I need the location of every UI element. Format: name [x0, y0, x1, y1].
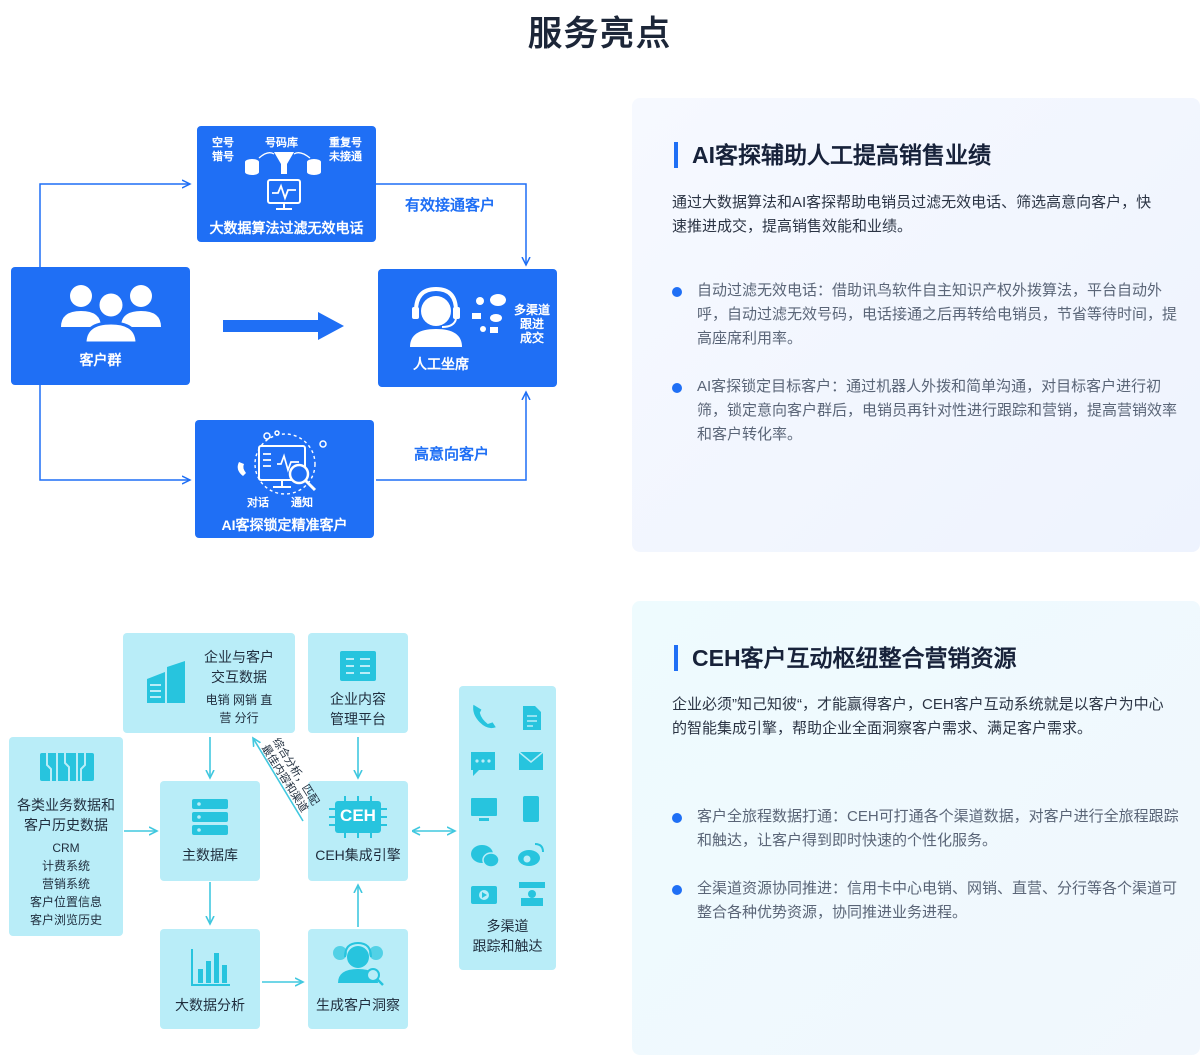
big-arrow	[223, 312, 344, 340]
enterprise-title-1: 企业与客户	[204, 649, 274, 665]
enterprise-title-2: 交互数据	[211, 669, 267, 685]
ceh-logo-text: CEH	[340, 806, 376, 825]
channels-label-2: 跟踪和触达	[472, 938, 543, 954]
people-group-icon	[61, 285, 161, 343]
monitor-analysis-icon	[237, 430, 327, 495]
card1-bullet-1: 自动过滤无效电话：借助讯鸟软件自主知识产权外拨算法，平台自动外呼，自动过滤无效号…	[672, 279, 1189, 351]
section2-connectors	[124, 600, 630, 1055]
business-item-location: 客户位置信息	[29, 895, 102, 909]
ai-tag-notify: 通知	[291, 497, 313, 509]
ai-tag-dialog: 对话	[247, 497, 269, 509]
card1-bullet-1-text: 自动过滤无效电话：借助讯鸟软件自主知识产权外拨算法，平台自动外呼，自动过滤无效号…	[697, 282, 1178, 347]
agent-tag-1: 多渠道	[514, 303, 551, 317]
insight-label: 生成客户洞察	[316, 997, 400, 1013]
card2-bullet-1: 客户全旅程数据打通：CEH可打通各个渠道数据，对客户进行全旅程跟踪和触达，让客户…	[672, 805, 1189, 853]
tag-unanswered: 未接通	[329, 151, 362, 163]
ceh-engine-label: CEH集成引擎	[315, 847, 401, 863]
customers-label: 客户群	[79, 352, 122, 368]
ai-box: 对话 通知 AI客探锁定精准客户	[195, 420, 374, 538]
connector-filter-agent	[376, 183, 526, 265]
content-platform-box: 企业内容 管理平台	[308, 633, 408, 733]
card-ai-sales: AI客探辅助人工提高销售业绩 通过大数据算法和AI客探帮助电销员过滤无效电话、筛…	[632, 98, 1200, 552]
card1-title: AI客探辅助人工提高销售业绩	[674, 142, 991, 168]
card1-bullet-2-text: AI客探锁定目标客户：通过机器人外拨和简单沟通，对目标客户进行初筛，锁定意向客户…	[697, 378, 1178, 443]
bullet-dot	[672, 813, 682, 823]
list-document-icon	[340, 651, 376, 681]
filter-funnel-icon	[245, 152, 321, 210]
mobile-icon	[523, 796, 539, 822]
business-item-browsing: 客户浏览历史	[29, 913, 102, 927]
analytics-box: 大数据分析	[160, 929, 260, 1029]
content-title-2: 管理平台	[330, 711, 386, 727]
page-title: 服务亮点	[528, 15, 672, 53]
card1-desc: 通过大数据算法和AI客探帮助电销员过滤无效电话、筛选高意向客户，快速推进成交，提…	[672, 194, 1152, 235]
customers-box: 客户群	[11, 267, 190, 385]
filter-box: 空号 错号 号码库 重复号 未接通 大数据算法过滤无效电话	[197, 126, 376, 242]
bullet-dot	[672, 885, 682, 895]
tag-library: 号码库	[265, 137, 298, 149]
connector-customers-filter	[39, 184, 190, 267]
analytics-label: 大数据分析	[175, 997, 245, 1013]
chat-icon	[471, 752, 495, 776]
card2-title: CEH客户互动枢纽整合营销资源	[674, 645, 1017, 671]
card2-bullet-2-text: 全渠道资源协同推进：信用卡中心电销、网销、直营、分行等各个渠道可整合各种优势资源…	[697, 880, 1178, 921]
bar-chart-icon	[191, 949, 230, 986]
tag-cuo: 错号	[212, 151, 234, 163]
card2-bullet-2: 全渠道资源协同推进：信用卡中心电销、网销、直营、分行等各个渠道可整合各种优势资源…	[672, 877, 1189, 925]
section1-connectors	[39, 0, 630, 560]
enterprise-data-box: 企业与客户 交互数据 电销 网销 直 营 分行	[123, 633, 295, 733]
connector-ai-agent	[376, 392, 526, 481]
bullet-dot	[672, 383, 682, 393]
agent-box: 多渠道 跟进 成交 人工坐席	[378, 269, 557, 387]
master-db-label: 主数据库	[182, 847, 238, 863]
business-title-1: 各类业务数据和	[17, 797, 115, 813]
insight-box: 生成客户洞察	[308, 929, 408, 1029]
document-icon	[523, 706, 541, 730]
conn-ceh-enterprise	[253, 738, 304, 822]
business-item-billing: 计费系统	[41, 859, 90, 873]
business-data-box: 各类业务数据和 客户历史数据 CRM 计费系统 营销系统 客户位置信息 客户浏览…	[9, 737, 123, 936]
card2-bullet-1-text: 客户全旅程数据打通：CEH可打通各个渠道数据，对客户进行全旅程跟踪和触达，让客户…	[697, 808, 1179, 849]
tag-kong: 空号	[212, 137, 234, 149]
channels-box: 多渠道 跟踪和触达	[459, 686, 556, 970]
agent-caption: 人工坐席	[413, 356, 469, 372]
phone-icon	[473, 704, 496, 729]
channels-label-1: 多渠道	[486, 918, 529, 934]
business-title-2: 客户历史数据	[24, 817, 108, 833]
filter-caption: 大数据算法过滤无效电话	[209, 220, 364, 236]
branch-counter-icon	[519, 882, 545, 888]
card2-desc: 企业必须”知己知彼“，才能赢得客户，CEH客户互动系统就是以客户为中心的智能集成…	[672, 696, 1164, 737]
ai-caption: AI客探锁定精准客户	[221, 517, 348, 533]
agent-tag-3: 成交	[520, 331, 545, 345]
tag-duplicate: 重复号	[329, 137, 362, 149]
card1-bullet-2: AI客探锁定目标客户：通过机器人外拨和简单沟通，对目标客户进行初筛，锁定意向客户…	[672, 375, 1189, 447]
building-icon	[147, 661, 185, 703]
agent-tag-2: 跟进	[520, 317, 545, 331]
bullet-dot	[672, 287, 682, 297]
card-ceh: CEH客户互动枢纽整合营销资源 企业必须”知己知彼“，才能赢得客户，CEH客户互…	[632, 601, 1200, 1055]
channel-icons-grid	[471, 704, 545, 906]
edge-label-high-intent: 高意向客户	[414, 446, 490, 463]
headset-agent-icon	[410, 286, 462, 347]
data-circuit-icon	[40, 753, 94, 781]
content-title-1: 企业内容	[330, 691, 386, 707]
ceh-engine-box: CEH CEH集成引擎	[308, 781, 408, 881]
edge-label-connected: 有效接通客户	[405, 197, 496, 214]
master-db-box: 主数据库	[160, 781, 260, 881]
enterprise-sub-2: 营 分行	[219, 711, 259, 725]
desktop-icon	[471, 798, 497, 816]
business-item-crm: CRM	[52, 841, 80, 855]
connector-customers-ai	[39, 385, 190, 480]
channels-icons	[472, 294, 506, 333]
chip-icon	[329, 796, 387, 838]
business-item-marketing: 营销系统	[41, 877, 90, 891]
server-stack-icon	[192, 799, 228, 835]
customer-insight-icon	[333, 941, 384, 986]
enterprise-sub-1: 电销 网销 直	[205, 693, 273, 707]
